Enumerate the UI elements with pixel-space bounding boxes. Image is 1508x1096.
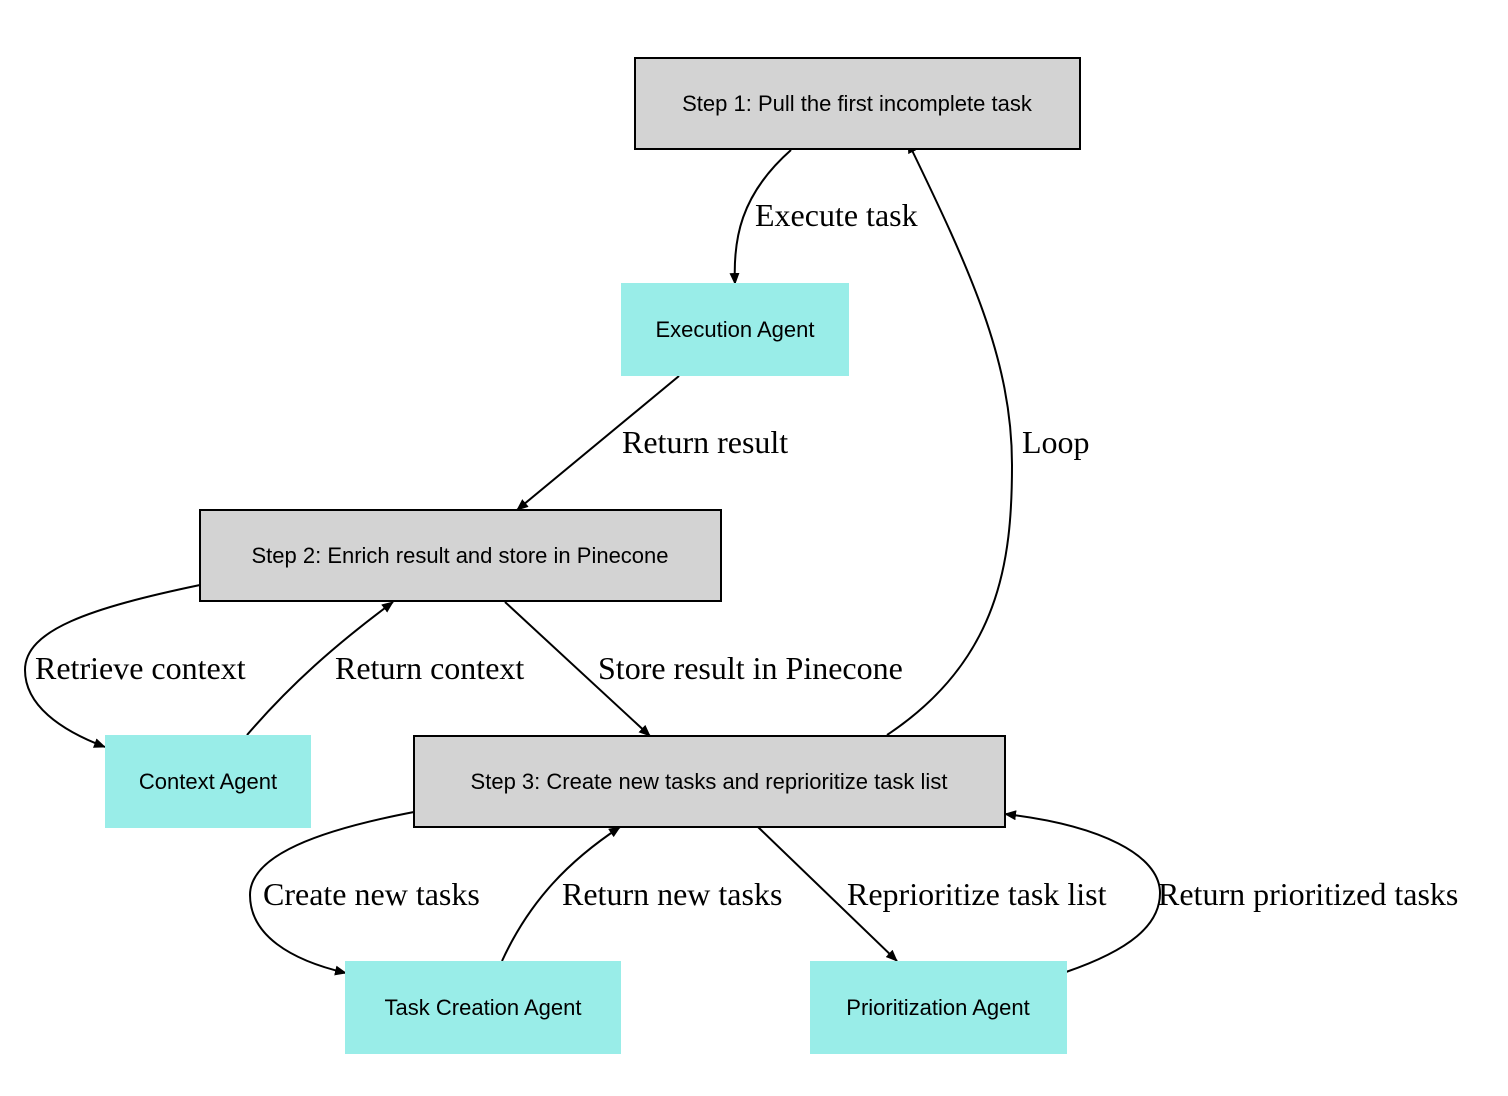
node-step-1-label: Step 1: Pull the first incomplete task xyxy=(682,91,1033,116)
edge-return-result: Return result xyxy=(516,375,788,511)
edge-reprioritize-label: Reprioritize task list xyxy=(847,876,1107,912)
edge-retrieve-context: Retrieve context xyxy=(23,584,246,748)
edge-return-new-tasks-label: Return new tasks xyxy=(562,876,782,912)
node-step-1: Step 1: Pull the first incomplete task xyxy=(634,57,1081,150)
node-step-3: Step 3: Create new tasks and reprioritiz… xyxy=(413,735,1006,828)
node-task-creation-agent: Task Creation Agent xyxy=(345,961,621,1054)
edge-return-prioritized: Return prioritized tasks xyxy=(1004,810,1458,973)
edge-retrieve-context-label: Retrieve context xyxy=(35,650,246,686)
edge-return-context-label: Return context xyxy=(335,650,524,686)
edge-create-new-tasks-label: Create new tasks xyxy=(263,876,480,912)
node-prioritization-agent-label: Prioritization Agent xyxy=(846,995,1029,1020)
edge-create-new-tasks: Create new tasks xyxy=(248,811,480,976)
edge-return-context: Return context xyxy=(246,601,524,736)
edge-return-result-label: Return result xyxy=(622,424,788,460)
edge-store-result: Store result in Pinecone xyxy=(504,601,903,737)
edge-loop-label: Loop xyxy=(1022,424,1090,460)
node-prioritization-agent: Prioritization Agent xyxy=(810,961,1067,1054)
edge-execute-task-line xyxy=(729,149,792,285)
edge-retrieve-context-line xyxy=(23,584,201,748)
edge-return-prioritized-label: Return prioritized tasks xyxy=(1158,876,1458,912)
edge-execute-task-label: Execute task xyxy=(755,197,918,233)
edge-create-new-tasks-line xyxy=(248,811,415,976)
node-step-2: Step 2: Enrich result and store in Pinec… xyxy=(199,509,722,602)
edge-return-prioritized-line xyxy=(1004,810,1162,973)
node-step-2-label: Step 2: Enrich result and store in Pinec… xyxy=(251,543,668,568)
edge-store-result-line xyxy=(504,601,651,737)
edge-execute-task: Execute task xyxy=(729,149,918,285)
edge-return-context-line xyxy=(246,601,394,736)
node-step-3-label: Step 3: Create new tasks and reprioritiz… xyxy=(471,769,948,794)
edge-reprioritize-line xyxy=(757,826,898,962)
edge-return-new-tasks-line xyxy=(501,826,621,962)
node-execution-agent: Execution Agent xyxy=(621,283,849,376)
edge-reprioritize: Reprioritize task list xyxy=(757,826,1107,962)
edge-return-new-tasks: Return new tasks xyxy=(501,826,782,962)
edge-loop-line xyxy=(886,141,1014,736)
node-execution-agent-label: Execution Agent xyxy=(655,317,814,342)
edge-return-result-line xyxy=(516,375,680,511)
node-task-creation-agent-label: Task Creation Agent xyxy=(385,995,582,1020)
node-context-agent: Context Agent xyxy=(105,735,311,828)
edge-store-result-label: Store result in Pinecone xyxy=(598,650,903,686)
edge-loop: Loop xyxy=(886,141,1090,736)
node-context-agent-label: Context Agent xyxy=(139,769,277,794)
